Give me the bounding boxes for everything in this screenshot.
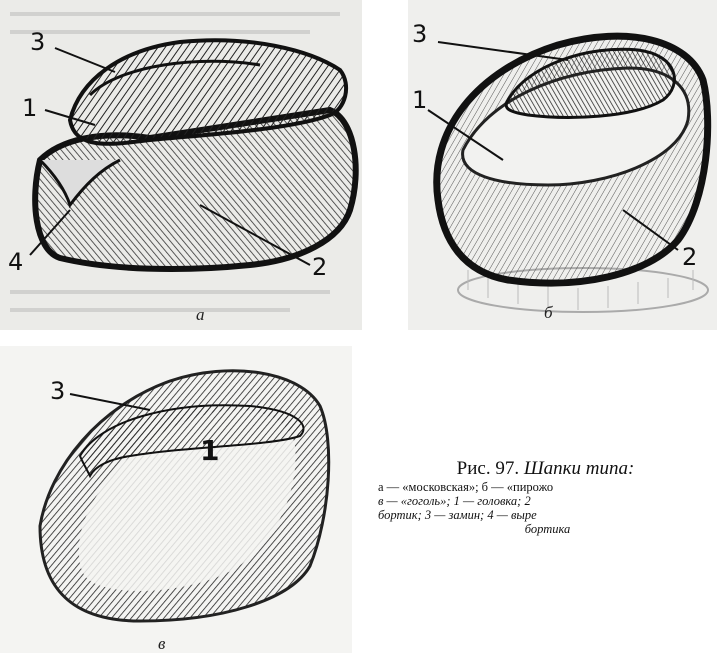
caption-line-3: бортик; 3 — замин; 4 — выре [378, 508, 717, 522]
callout-1: 1 [22, 96, 37, 120]
pie-hat-illustration [408, 0, 717, 330]
callout-1: 1 [200, 434, 219, 467]
callout-4: 4 [8, 250, 23, 274]
callout-1: 1 [412, 88, 427, 112]
caption-line-1: а — «московская»; б — «пирожо [378, 480, 717, 494]
panel-letter-c: в [158, 634, 165, 653]
figure-panel-b: 3 1 2 б [408, 0, 717, 330]
caption-title: Шапки типа: [524, 458, 635, 479]
caption-prefix: Рис. 97. [457, 458, 519, 479]
figure-panel-c: 3 1 в [0, 346, 352, 653]
callout-3: 3 [412, 22, 427, 46]
callout-3: 3 [30, 30, 45, 54]
callout-2: 2 [312, 255, 327, 279]
panel-letter-b: б [544, 303, 553, 323]
moscow-hat-illustration [0, 0, 362, 330]
callout-2: 2 [682, 245, 697, 269]
panel-letter-a: а [196, 305, 205, 325]
caption-line-2: в — «гоголь»; 1 — головка; 2 [378, 494, 717, 508]
caption-title-line: Рис. 97. Шапки типа: [374, 458, 717, 480]
caption-body: а — «московская»; б — «пирожо в — «гогол… [374, 480, 717, 536]
callout-3: 3 [50, 379, 65, 403]
figure-caption: Рис. 97. Шапки типа: а — «московская»; б… [374, 458, 717, 536]
caption-line-4: бортика [378, 522, 717, 536]
figure-panel-a: 3 1 4 2 а [0, 0, 362, 330]
